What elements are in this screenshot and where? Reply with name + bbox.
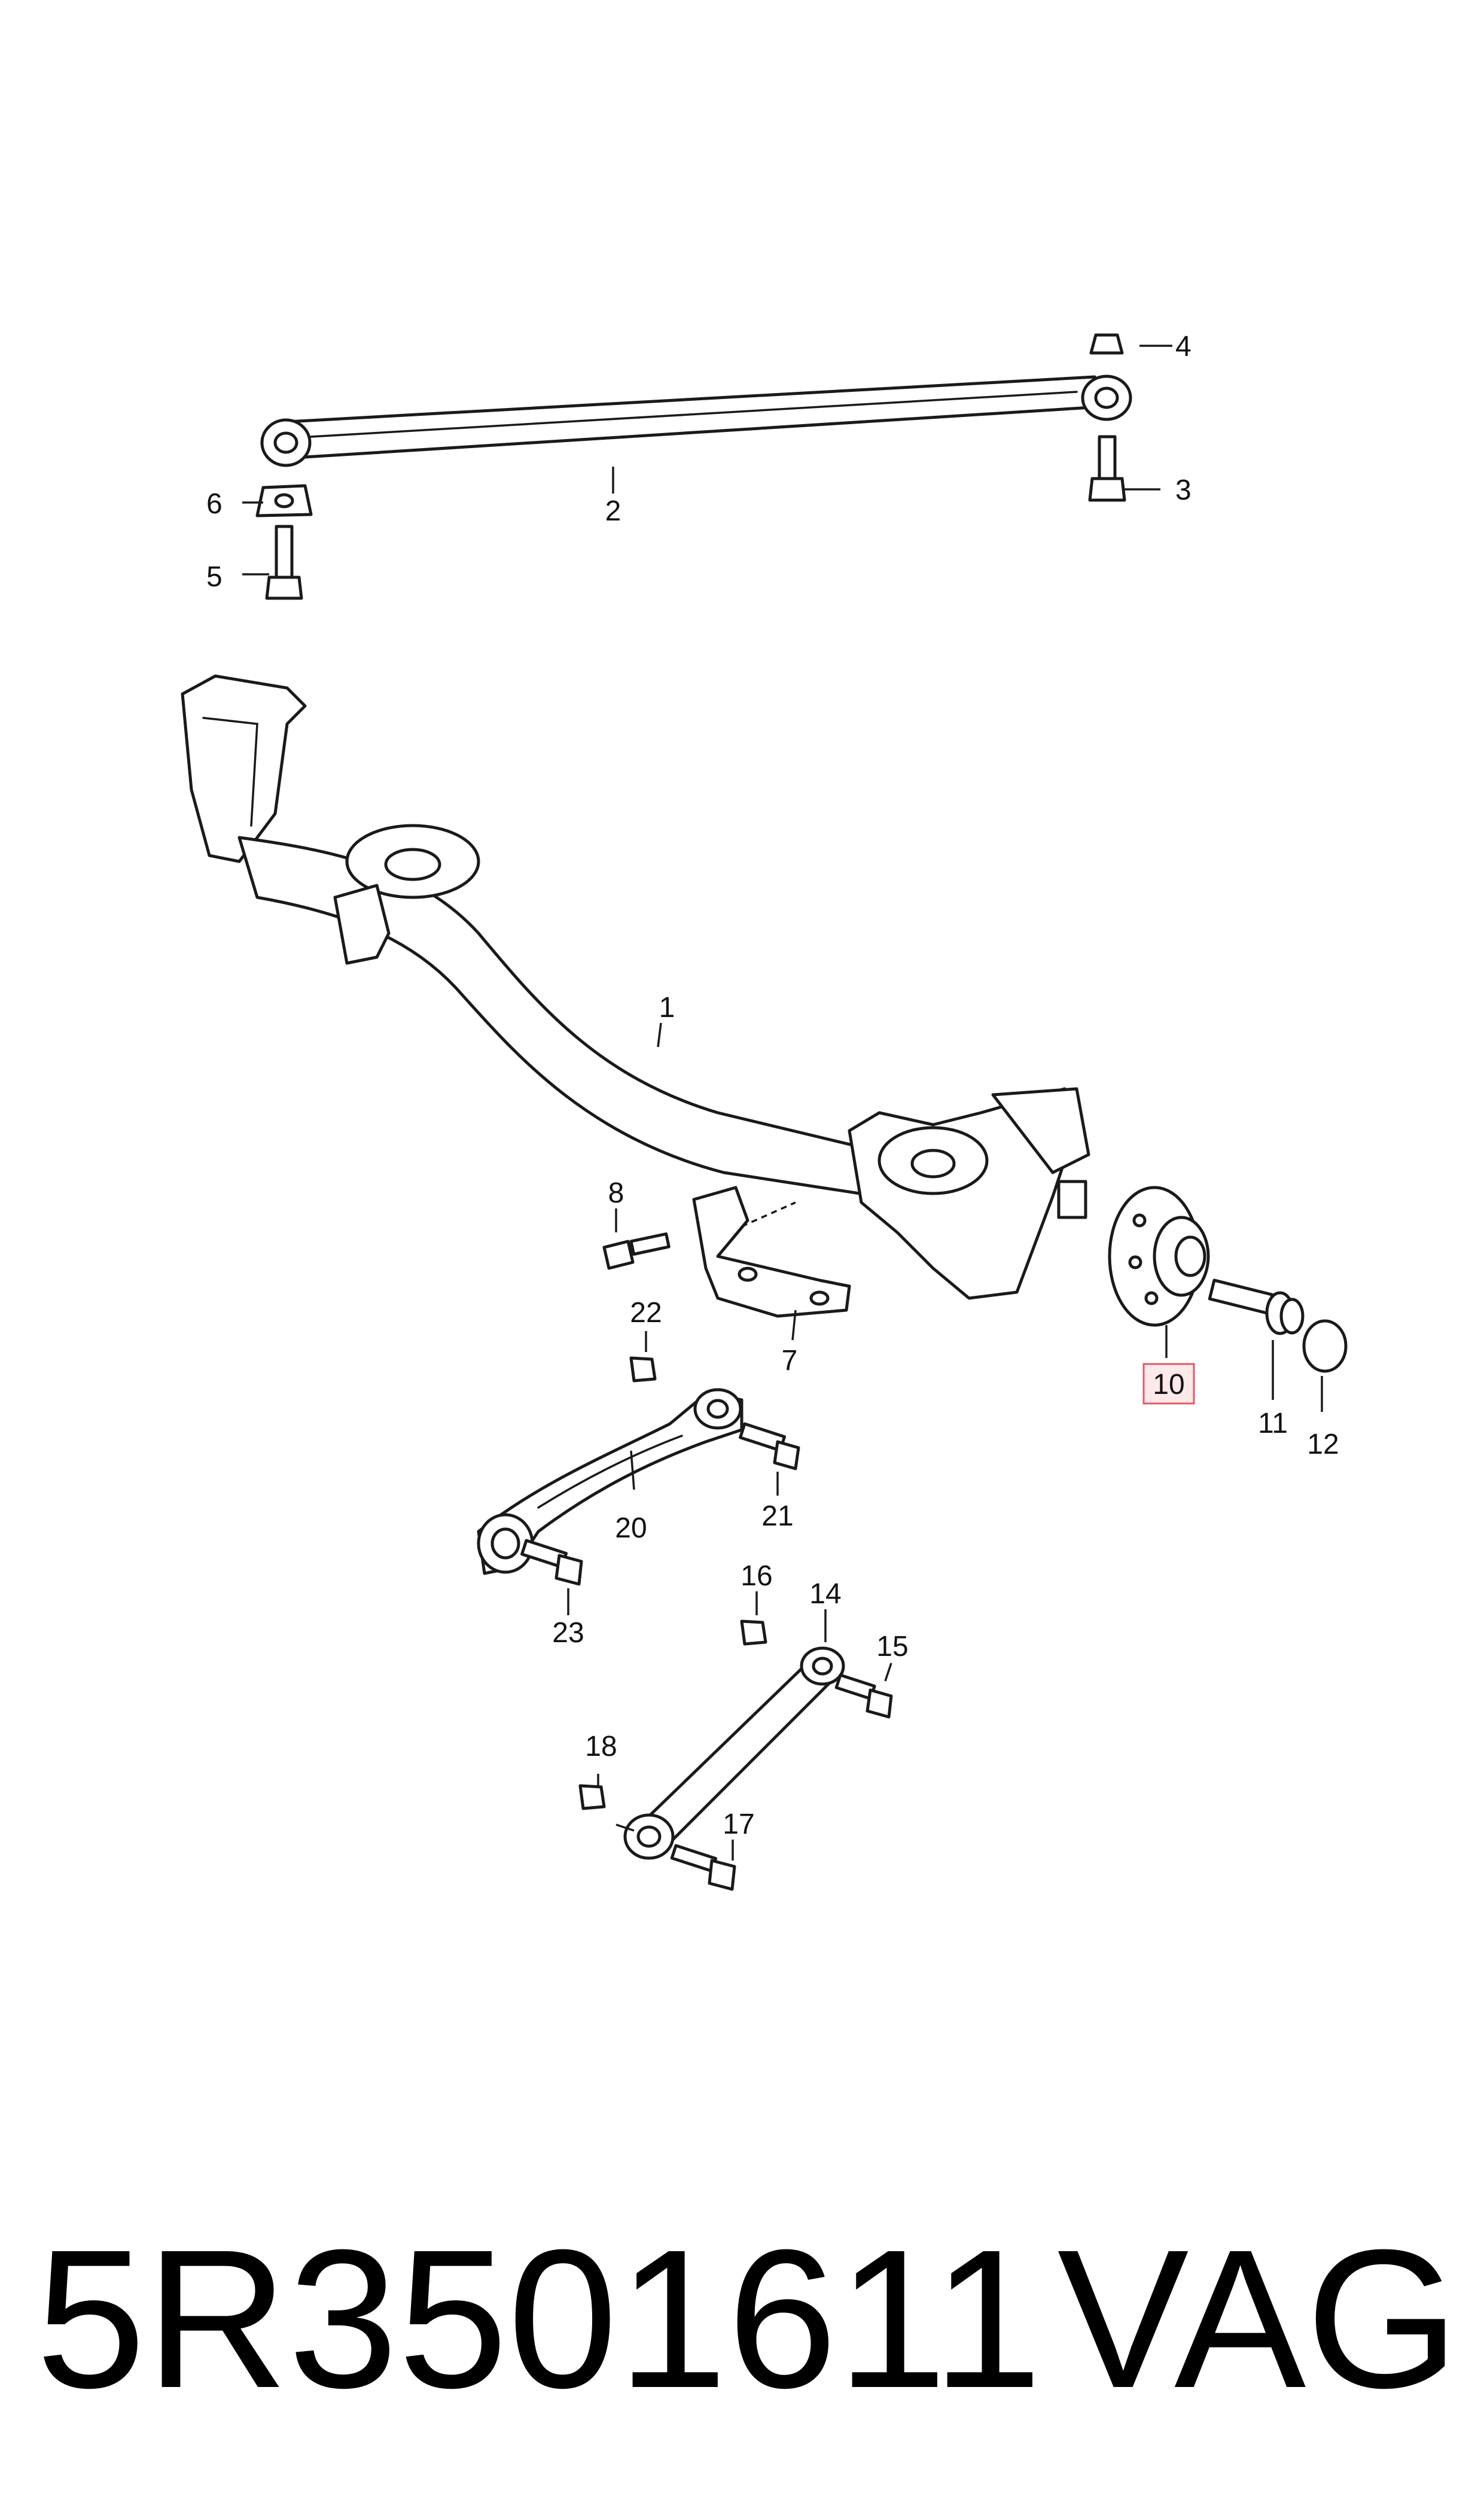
bolt-3-head (1088, 477, 1126, 502)
bolt-11 (1208, 1278, 1305, 1335)
callouts: 1 2 3 4 5 6 7 8 10 11 12 14 15 16 17 18 … (206, 331, 1339, 1840)
callout-10: 10 (1153, 1369, 1184, 1400)
bolt-8 (602, 1232, 671, 1270)
callout-2: 2 (605, 495, 621, 527)
callout-23: 23 (552, 1617, 584, 1649)
tie-rod-assembly (255, 333, 1132, 600)
callout-20: 20 (615, 1512, 647, 1544)
bolt-23 (520, 1539, 583, 1586)
stub-axle (1057, 1180, 1087, 1219)
wheel-hub-10 (1108, 1186, 1210, 1327)
callout-8: 8 (608, 1177, 624, 1209)
callout-18: 18 (585, 1731, 617, 1762)
bolt-21 (739, 1422, 800, 1470)
bolt-3-shank (1098, 435, 1117, 480)
callout-14: 14 (809, 1578, 841, 1610)
bolt-5-head (265, 576, 303, 600)
nut-4 (1089, 333, 1124, 355)
control-arm-20 (477, 1388, 743, 1575)
footer: 5R3501611 VAG (36, 2208, 1459, 2429)
axle-beam-assembly (181, 674, 1090, 1300)
assembly-dash-line (741, 1201, 796, 1228)
callout-1: 1 (659, 992, 675, 1024)
callout-10-highlight (1142, 1363, 1195, 1405)
bolt-17 (670, 1844, 736, 1891)
callout-4: 4 (1175, 331, 1192, 363)
part-number: 5R3501611 (36, 2208, 1042, 2429)
callout-16: 16 (741, 1560, 772, 1592)
callout-15: 15 (876, 1631, 908, 1663)
axle-tube (237, 836, 881, 1198)
callout-11: 11 (1258, 1408, 1288, 1439)
axle-mount-left (333, 884, 391, 965)
bracket-7 (692, 1186, 851, 1318)
cap-12 (1302, 1319, 1348, 1373)
axle-right-bracket (991, 1087, 1090, 1174)
brand-label: VAG (1058, 2208, 1459, 2429)
callout-7: 7 (782, 1345, 798, 1377)
callout-17: 17 (723, 1808, 754, 1840)
callout-3: 3 (1175, 474, 1192, 506)
control-arm-14 (623, 1646, 845, 1860)
callout-12: 12 (1307, 1429, 1339, 1460)
leader-lines (242, 345, 1323, 1861)
nut-16 (740, 1619, 767, 1646)
nut-22 (629, 1356, 657, 1383)
tie-rod (285, 375, 1102, 459)
bolt-15 (834, 1673, 893, 1719)
callout-5: 5 (206, 561, 223, 593)
axle-left-bracket (181, 674, 307, 863)
callout-22: 22 (630, 1297, 662, 1329)
callout-21: 21 (761, 1500, 793, 1532)
nut-18 (578, 1784, 606, 1810)
bolt-5-shank (275, 525, 294, 582)
callout-6: 6 (206, 488, 223, 520)
